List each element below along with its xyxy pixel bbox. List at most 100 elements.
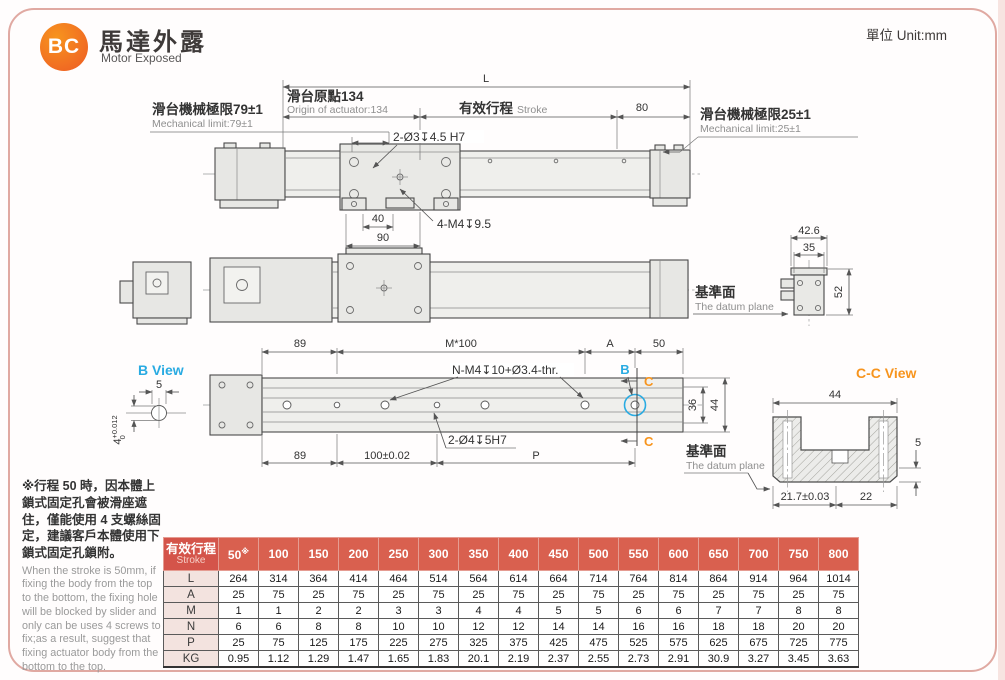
limit-right-zh: 滑台機械極限25±1 xyxy=(700,106,811,122)
spec-cell: 314 xyxy=(258,570,299,587)
dim-52-label: 52 xyxy=(833,286,845,298)
spec-cell: 8 xyxy=(298,618,339,635)
spec-cell: 564 xyxy=(458,570,499,587)
spec-cell: 3.63 xyxy=(818,650,859,668)
limit-right-en: Mechanical limit:25±1 xyxy=(700,123,801,135)
spec-cell: 3.27 xyxy=(738,650,779,668)
row-label-KG: KG xyxy=(163,650,219,668)
origin-label-en: Origin of actuator:134 xyxy=(287,104,388,116)
cc-dim-22: 22 xyxy=(860,491,872,503)
dim-44-label: 44 xyxy=(709,399,721,411)
stroke-col-400: 400 xyxy=(498,537,539,571)
row-label-L: L xyxy=(163,570,219,587)
spec-cell: 8 xyxy=(818,602,859,619)
dim-90-label: 90 xyxy=(377,232,389,244)
b-view-drawing: B View 5 4+0.0120 xyxy=(110,362,186,445)
spec-cell: 1.83 xyxy=(418,650,459,668)
spec-cell: 814 xyxy=(658,570,699,587)
b-detail-circle xyxy=(623,393,647,417)
spec-cell: 25 xyxy=(778,586,819,603)
spec-cell: 1.29 xyxy=(298,650,339,668)
stroke-col-100: 100 xyxy=(258,537,299,571)
spec-cell: 864 xyxy=(698,570,739,587)
spec-cell: 75 xyxy=(658,586,699,603)
stroke-header-en: Stroke xyxy=(176,554,206,566)
stroke-col-300: 300 xyxy=(418,537,459,571)
row-label-P: P xyxy=(163,634,219,651)
spec-cell: 18 xyxy=(738,618,779,635)
spec-cell: 275 xyxy=(418,634,459,651)
stroke-col-250: 250 xyxy=(378,537,419,571)
spec-cell: 6 xyxy=(258,618,299,635)
stroke-col-800: 800 xyxy=(818,537,859,571)
spec-cell: 6 xyxy=(658,602,699,619)
page-subtitle: Motor Exposed xyxy=(101,51,182,65)
spec-cell: 3 xyxy=(378,602,419,619)
spec-cell: 375 xyxy=(498,634,539,651)
dim-89-bottom-label: 89 xyxy=(294,450,306,462)
dim-40-label: 40 xyxy=(372,213,384,225)
datum-label2-zh: 基準面 xyxy=(686,443,727,459)
spec-cell: 2.55 xyxy=(578,650,619,668)
spec-cell: 3 xyxy=(418,602,459,619)
spec-cell: 25 xyxy=(298,586,339,603)
spec-cell: 7 xyxy=(738,602,779,619)
dim-35-label: 35 xyxy=(803,242,815,254)
spec-cell: 14 xyxy=(578,618,619,635)
stroke-col-500: 500 xyxy=(578,537,619,571)
counterbore-callout: 2-Ø3↧4.5 H7 xyxy=(393,130,465,144)
stroke-col-600: 600 xyxy=(658,537,699,571)
spec-cell: 664 xyxy=(538,570,579,587)
spec-cell: 20.1 xyxy=(458,650,499,668)
spec-cell: 525 xyxy=(618,634,659,651)
b-view-dim-5: 5 xyxy=(156,379,162,391)
spec-cell: 264 xyxy=(218,570,259,587)
stroke-header-cell: 有效行程 Stroke xyxy=(163,537,219,571)
spec-cell: 75 xyxy=(738,586,779,603)
note-text-zh: ※行程 50 時，因本體上鎖式固定孔會被滑座遮住，僅能使用 4 支螺絲固定，建議… xyxy=(22,479,161,560)
spec-cell: 8 xyxy=(338,618,379,635)
spec-cell: 514 xyxy=(418,570,459,587)
note-text-en: When the stroke is 50mm, if fixing the b… xyxy=(22,564,161,673)
page-edge-strip xyxy=(998,0,1005,680)
spec-cell: 12 xyxy=(458,618,499,635)
stroke-label-zh: 有效行程 xyxy=(459,100,513,116)
spec-cell: 16 xyxy=(658,618,699,635)
spec-cell: 6 xyxy=(618,602,659,619)
unit-label: 單位 Unit:mm xyxy=(866,28,947,43)
spec-cell: 20 xyxy=(818,618,859,635)
spec-cell: 2.37 xyxy=(538,650,579,668)
datum-label-en: The datum plane xyxy=(695,301,774,313)
spec-cell: 4 xyxy=(458,602,499,619)
dim-89-top-label: 89 xyxy=(294,338,306,350)
spec-cell: 25 xyxy=(378,586,419,603)
spec-cell: 714 xyxy=(578,570,619,587)
series-badge: BC xyxy=(40,23,88,71)
dim-42-6-label: 42.6 xyxy=(798,225,819,237)
page-title: 馬達外露 xyxy=(99,29,207,56)
front-view-drawing: 基準面 The datum plane 42.6 35 52 xyxy=(119,225,853,326)
limit-left-zh: 滑台機械極限79±1 xyxy=(152,101,263,117)
datum-label2-en: The datum plane xyxy=(686,460,765,472)
spec-cell: 414 xyxy=(338,570,379,587)
spec-cell: 18 xyxy=(698,618,739,635)
spec-cell: 20 xyxy=(778,618,819,635)
spec-cell: 25 xyxy=(218,586,259,603)
spec-cell: 75 xyxy=(258,634,299,651)
spec-cell: 675 xyxy=(738,634,779,651)
spec-cell: 75 xyxy=(258,586,299,603)
datum-label-zh: 基準面 xyxy=(695,284,736,300)
row-label-A: A xyxy=(163,586,219,603)
spec-cell: 1.65 xyxy=(378,650,419,668)
spec-cell: 1 xyxy=(258,602,299,619)
dim-100-label: 100±0.02 xyxy=(364,450,410,462)
spec-cell: 25 xyxy=(538,586,579,603)
dim-36-label: 36 xyxy=(687,399,699,411)
spec-cell: 175 xyxy=(338,634,379,651)
